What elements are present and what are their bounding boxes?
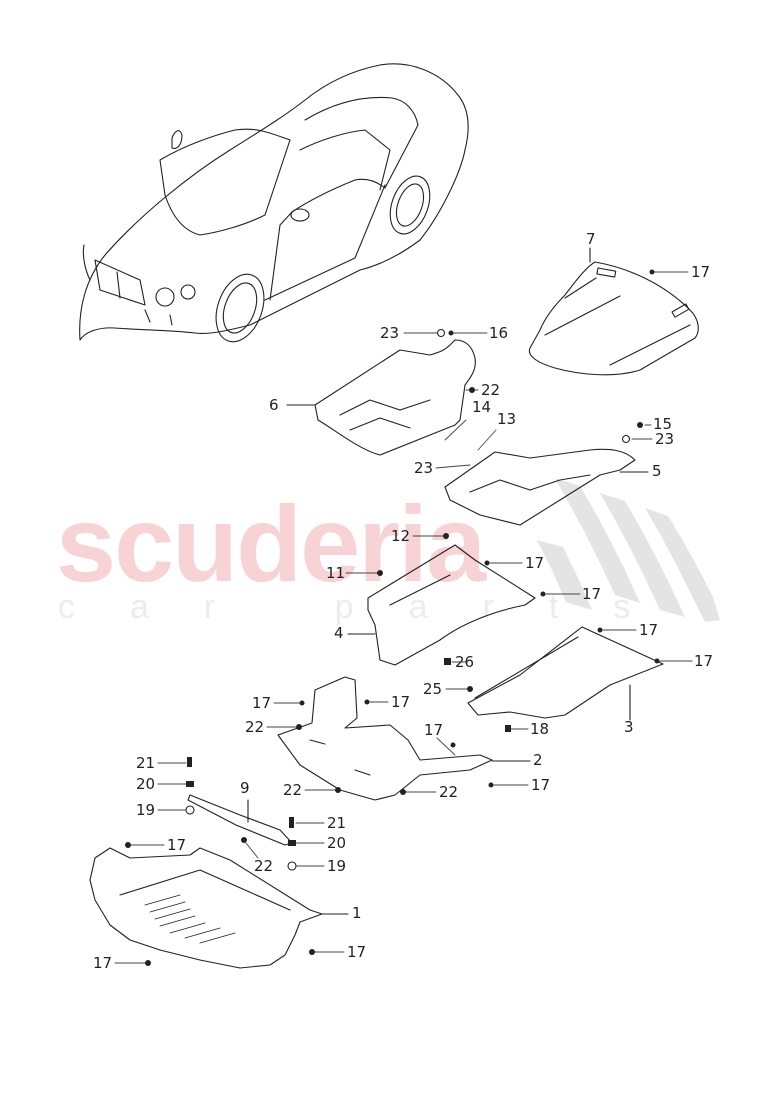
callout-22[interactable]: 22 xyxy=(481,381,501,399)
callout-7[interactable]: 7 xyxy=(586,230,596,248)
callout-17[interactable]: 17 xyxy=(391,693,411,711)
part-4-mid-panel xyxy=(347,544,536,666)
callout-17[interactable]: 17 xyxy=(691,263,711,281)
part-5-center-panel xyxy=(444,448,649,526)
callout-19[interactable]: 19 xyxy=(327,857,347,875)
watermark-subtitle: car parts xyxy=(58,588,686,626)
callout-22[interactable]: 22 xyxy=(254,857,274,875)
callout-22[interactable]: 22 xyxy=(283,781,303,799)
part-9-strut xyxy=(187,794,293,846)
callout-23[interactable]: 23 xyxy=(655,430,675,448)
callout-6[interactable]: 6 xyxy=(269,396,279,414)
checkered-flag-watermark xyxy=(537,478,720,622)
part-2-front-floor-panel xyxy=(277,676,531,801)
callout-5[interactable]: 5 xyxy=(652,462,662,480)
car-illustration xyxy=(79,63,469,343)
fasteners xyxy=(125,269,660,966)
part-1-front-underbody-cover xyxy=(89,847,349,969)
callout-17[interactable]: 17 xyxy=(347,943,367,961)
callout-17[interactable]: 17 xyxy=(639,621,659,639)
callout-19[interactable]: 19 xyxy=(136,801,156,819)
callout-23[interactable]: 23 xyxy=(380,324,400,342)
callout-17[interactable]: 17 xyxy=(694,652,714,670)
callout-18[interactable]: 18 xyxy=(530,720,550,738)
part-7-rear-cover xyxy=(528,247,699,376)
part-3-rear-floor-panel xyxy=(467,626,664,721)
callout-22[interactable]: 22 xyxy=(245,718,265,736)
callout-3[interactable]: 3 xyxy=(624,718,634,736)
callout-17[interactable]: 17 xyxy=(531,776,551,794)
callout-12[interactable]: 12 xyxy=(391,527,411,545)
callout-22[interactable]: 22 xyxy=(439,783,459,801)
callout-17[interactable]: 17 xyxy=(252,694,272,712)
callout-17[interactable]: 17 xyxy=(167,836,187,854)
callout-17[interactable]: 17 xyxy=(525,554,545,572)
callout-20[interactable]: 20 xyxy=(327,834,347,852)
watermark-brand: scuderia xyxy=(56,483,486,604)
callout-17[interactable]: 17 xyxy=(424,721,444,739)
callout-13[interactable]: 13 xyxy=(497,410,517,428)
callout-1[interactable]: 1 xyxy=(352,904,362,922)
callout-25[interactable]: 25 xyxy=(423,680,443,698)
callout-15[interactable]: 15 xyxy=(653,415,673,433)
callout-2[interactable]: 2 xyxy=(533,751,543,769)
leader-lines xyxy=(114,271,693,964)
callout-11[interactable]: 11 xyxy=(326,564,346,582)
callout-17[interactable]: 17 xyxy=(93,954,113,972)
callout-17[interactable]: 17 xyxy=(582,585,602,603)
callout-23[interactable]: 23 xyxy=(414,459,434,477)
callout-14[interactable]: 14 xyxy=(472,398,492,416)
part-6-side-panel xyxy=(286,339,476,456)
callout-21[interactable]: 21 xyxy=(136,754,156,772)
callout-20[interactable]: 20 xyxy=(136,775,156,793)
callout-16[interactable]: 16 xyxy=(489,324,509,342)
callout-26[interactable]: 26 xyxy=(455,653,475,671)
callout-9[interactable]: 9 xyxy=(240,779,250,797)
callout-4[interactable]: 4 xyxy=(334,624,344,642)
callout-21[interactable]: 21 xyxy=(327,814,347,832)
